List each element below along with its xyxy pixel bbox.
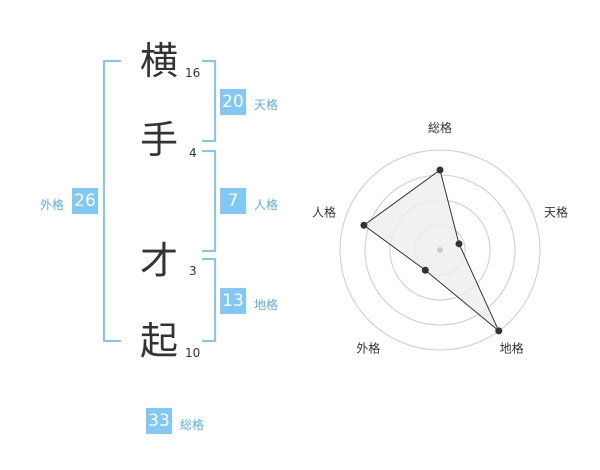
soukaku-label: 総格: [180, 418, 205, 432]
radar-ring: [339, 149, 541, 351]
radar-point: [495, 327, 503, 335]
jinkaku-bracket: [202, 150, 216, 252]
gaikaku-label: 外格: [40, 198, 65, 212]
kanji-2: 手: [140, 118, 179, 162]
jinkaku-label: 人格: [254, 198, 279, 212]
gaikaku-value: 26: [72, 188, 98, 214]
gaikaku-bracket: [103, 60, 121, 342]
kanji-1-strokes: 16: [185, 66, 201, 80]
kanji-3-strokes: 3: [189, 264, 197, 278]
radar-center-dot: [437, 247, 443, 253]
soukaku-value: 33: [146, 408, 172, 434]
tenkaku-label: 天格: [254, 98, 279, 112]
kanji-4: 起: [140, 319, 179, 363]
chikaku-value: 13: [220, 288, 246, 314]
tenkaku-value: 20: [220, 89, 246, 115]
kanji-1: 横: [140, 39, 179, 83]
radar-axis-label: 外格: [356, 341, 380, 356]
radar-point: [360, 221, 368, 229]
radar-point: [421, 266, 429, 274]
tenkaku-bracket: [202, 60, 216, 142]
radar-axis-label: 人格: [312, 204, 336, 219]
kanji-2-strokes: 4: [189, 146, 197, 160]
radar-axis-label: 総格: [428, 120, 452, 135]
kanji-4-strokes: 10: [185, 346, 201, 360]
chikaku-bracket: [202, 258, 216, 342]
radar-point: [436, 166, 444, 174]
radar-axis-label: 天格: [544, 204, 568, 219]
radar-point: [455, 240, 463, 248]
kanji-3: 才: [140, 239, 179, 283]
radar-polygon: [363, 169, 500, 332]
jinkaku-value: 7: [220, 188, 246, 214]
radar-axis-label: 地格: [500, 341, 524, 356]
chikaku-label: 地格: [254, 298, 279, 312]
